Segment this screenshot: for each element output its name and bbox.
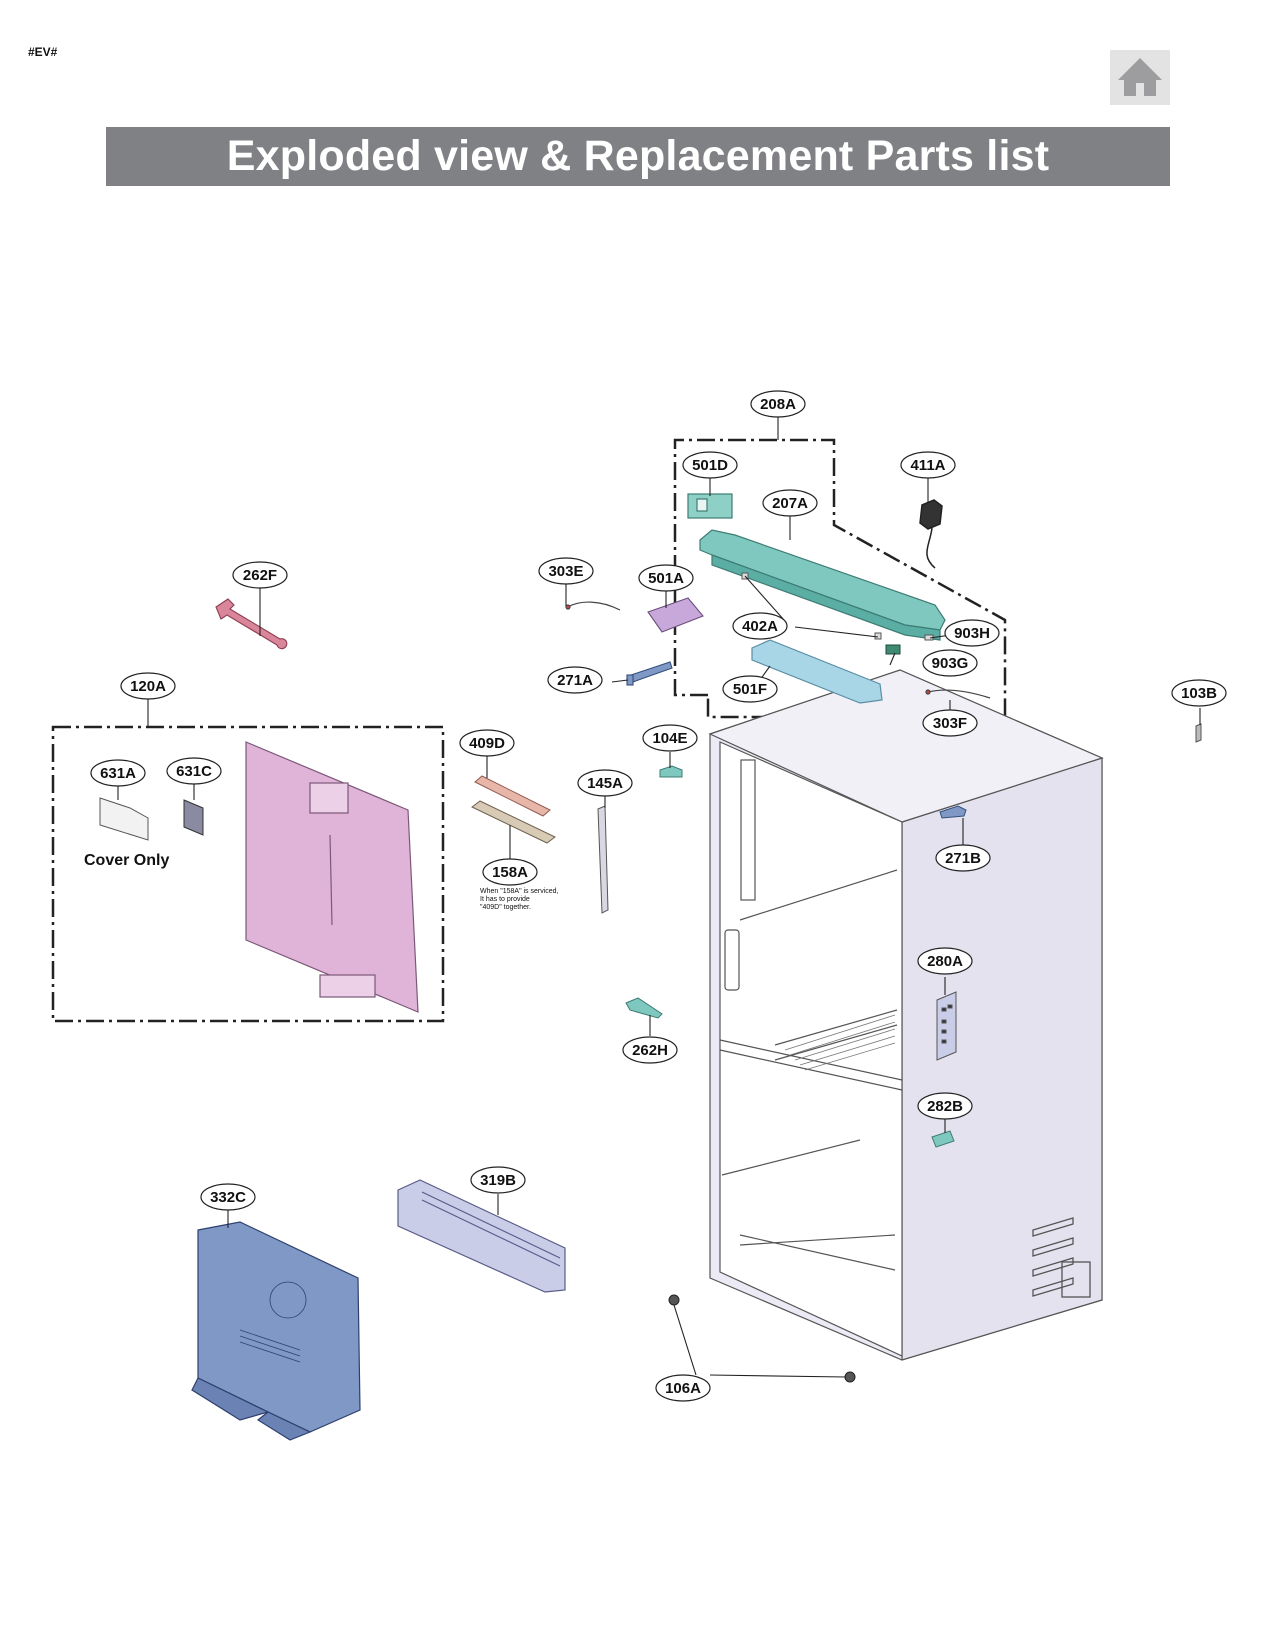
home-icon [1118,58,1162,96]
note-158A-line1: When "158A" is serviced, [480,888,559,895]
group-box-120A [51,725,445,1023]
part-262H [625,997,663,1019]
label-501D: 501D [692,457,728,474]
label-262F: 262F [243,567,277,584]
label-903H: 903H [954,625,990,642]
leader-lines [117,417,1201,1378]
part-303F [925,689,991,699]
label-903G: 903G [932,655,969,672]
part-271B [939,805,967,819]
page-title: Exploded view & Replacement Parts list [106,127,1170,186]
label-319B: 319B [480,1172,516,1189]
part-145A [597,805,609,914]
label-103B: 103B [1181,685,1217,702]
label-271B: 271B [945,850,981,867]
note-158A-line3: "409D" together. [480,904,531,911]
label-145A: 145A [587,775,623,792]
part-501F [751,639,883,704]
part-501A [647,597,704,633]
cover-only-note: Cover Only [84,852,169,869]
part-158A [471,800,556,844]
part-271A [626,661,673,686]
part-120A-panel [245,741,419,1013]
label-631A: 631A [100,765,136,782]
part-411A [919,499,943,569]
home-button[interactable] [1110,50,1170,105]
part-501D [687,493,733,519]
label-402A: 402A [742,618,778,635]
label-409D: 409D [469,735,505,752]
part-319B [397,1179,566,1293]
part-332C [191,1221,361,1441]
note-158A-line2: It has to provide [480,896,530,903]
part-303E [565,601,621,611]
label-120A: 120A [130,678,166,695]
part-282B [931,1130,955,1148]
label-501F: 501F [733,681,767,698]
label-631C: 631C [176,763,212,780]
part-631C [183,799,204,836]
label-208A: 208A [760,396,796,413]
part-103B [1195,723,1202,743]
label-501A: 501A [648,570,684,587]
callouts [90,390,1227,1402]
label-158A: 158A [492,864,528,881]
label-280A: 280A [927,953,963,970]
label-282B: 282B [927,1098,963,1115]
label-262H: 262H [632,1042,668,1059]
label-332C: 332C [210,1189,246,1206]
label-303E: 303E [548,563,583,580]
cabinet [708,669,1104,1361]
part-207A [699,529,946,641]
part-106A [668,1294,856,1383]
label-104E: 104E [652,730,687,747]
part-104E [659,765,683,778]
part-903G [885,644,901,655]
part-280A [936,991,957,1061]
page-tag: #EV# [28,45,58,59]
label-106A: 106A [665,1380,701,1397]
part-631A [99,797,149,841]
part-409D [474,775,551,817]
label-271A: 271A [557,672,593,689]
label-303F: 303F [933,715,967,732]
label-411A: 411A [910,457,945,474]
label-207A: 207A [772,495,808,512]
part-262F [215,598,288,650]
